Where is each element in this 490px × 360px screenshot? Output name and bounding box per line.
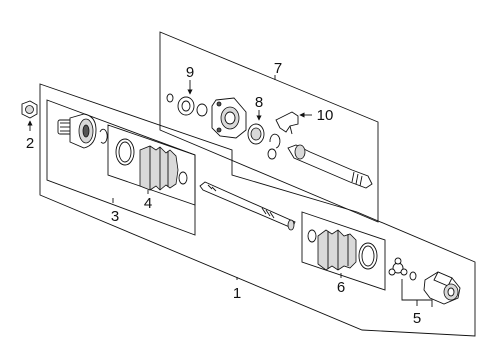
- callout-6: 6: [337, 279, 345, 296]
- callout-1: 1: [233, 285, 241, 302]
- callout-7: 7: [274, 60, 282, 77]
- panel-intermediate-shaft: [159, 31, 379, 223]
- callout-9: 9: [186, 64, 194, 81]
- bearing: [247, 123, 265, 145]
- panel-boot-kit-outer: [107, 124, 196, 206]
- bearing-bracket: [211, 97, 247, 139]
- callout-2: 2: [26, 135, 34, 152]
- lock-washer: [267, 148, 277, 160]
- panel-outer-joint-group: [46, 99, 196, 236]
- callout-3: 3: [111, 208, 119, 225]
- snap-ring-outer: [99, 128, 108, 144]
- inner-boot: [317, 229, 357, 271]
- callout-8: 8: [255, 94, 263, 111]
- oil-seal: [177, 96, 195, 116]
- bracket-clip: [275, 111, 299, 135]
- callout-labels: 1 2 3 4 5 6 7 8 9 10: [26, 60, 421, 327]
- panel-main-assembly: [39, 83, 476, 337]
- inner-boot-clamp-small: [307, 229, 317, 243]
- outer-boot: [139, 145, 179, 191]
- half-shaft: [199, 181, 296, 231]
- dust-seal: [196, 103, 208, 117]
- callout-10: 10: [317, 107, 334, 124]
- intermediate-shaft: [287, 144, 373, 189]
- inner-snap-ring: [409, 271, 417, 281]
- leader-lines: [27, 75, 433, 307]
- circlip: [269, 133, 281, 149]
- inner-boot-clamp-large: [358, 242, 378, 270]
- callout-5: 5: [413, 310, 421, 327]
- outer-boot-clamp-large: [115, 138, 135, 166]
- small-seal-ring: [166, 93, 174, 103]
- axle-nut: [21, 100, 38, 119]
- callout-4: 4: [144, 195, 152, 212]
- panel-boot-kit-inner: [301, 211, 386, 291]
- outer-cv-joint: [57, 113, 97, 149]
- tripod-joint: [388, 257, 408, 276]
- inner-joint-housing: [423, 271, 461, 305]
- outer-boot-clamp-small: [178, 171, 188, 185]
